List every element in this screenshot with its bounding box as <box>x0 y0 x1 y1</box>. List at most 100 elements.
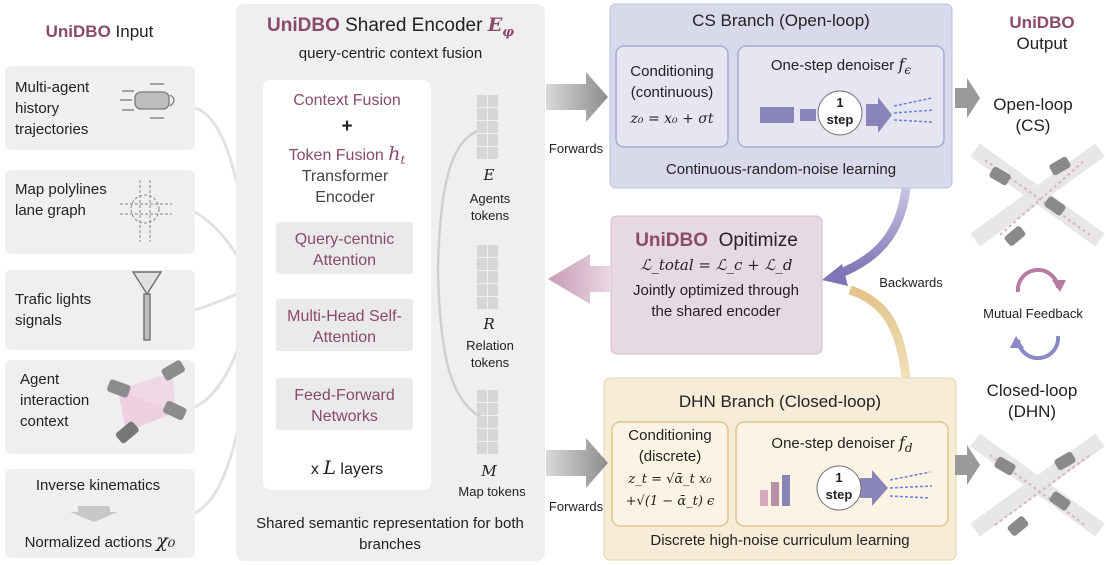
token-cell <box>477 258 487 270</box>
token-cell <box>488 390 498 402</box>
ffn-label: Feed-Forward Networks <box>294 387 395 425</box>
token-bracket <box>436 126 487 422</box>
encoder-footer: Shared semantic representation for both … <box>256 515 524 553</box>
ffn-block <box>276 378 413 430</box>
token-cell <box>488 147 498 159</box>
layers-prefix: x <box>310 461 319 478</box>
brand-name: UniDBO <box>635 230 709 251</box>
token-cell <box>488 429 498 441</box>
query-attention-label: Query-centnic Attention <box>294 231 395 269</box>
layers-symbol: L <box>323 457 336 479</box>
backward-arrow-encoder <box>548 254 610 304</box>
token-fusion-symbol: h <box>388 143 401 165</box>
dhn-step-label: 1 step <box>825 470 853 502</box>
dhn-denoiser-label: One-step denoiser fd <box>736 433 948 455</box>
token-cell <box>477 121 487 133</box>
mutual-feedback-arrows <box>1010 267 1066 361</box>
brand-name: UniDBO <box>267 15 340 36</box>
optimize-formula: ℒ_total = ℒ_c + ℒ_d <box>640 256 793 274</box>
token-cell <box>488 416 498 428</box>
cs-footer: Continuous-random-noise learning <box>665 161 897 178</box>
cs-step-circle <box>817 90 863 136</box>
cs-branch-title: CS Branch (Open-loop) <box>692 11 870 30</box>
token-fusion-text: Token Fusion <box>288 147 384 164</box>
dhn-conditioning-box <box>611 421 729 527</box>
optimize-text: Jointly optimized through the shared enc… <box>633 282 799 320</box>
brand-name: UniDBO <box>45 22 111 41</box>
token-cell <box>477 297 487 309</box>
cs-conditioning-title: Conditioning (continuous) <box>630 63 714 101</box>
token-cell <box>477 245 487 257</box>
layers-suffix: layers <box>340 461 384 478</box>
encoder-symbol-sub: φ <box>502 24 514 40</box>
token-cell <box>477 403 487 415</box>
output-arrow-dhn <box>955 445 980 485</box>
encoder-title: UniDBO Shared Encoder Eφ <box>238 14 543 40</box>
token-cell <box>488 134 498 146</box>
token-cell <box>477 284 487 296</box>
cs-denoiser-label: One-step denoiser fϵ <box>738 55 944 77</box>
token-grids <box>477 95 498 454</box>
backward-curve-cs <box>834 187 911 280</box>
forwards-label-cs: Forwards <box>548 141 604 156</box>
normalized-actions-text: Normalized actions <box>24 534 153 551</box>
token-cell <box>477 429 487 441</box>
encoder-title-text: Shared Encoder <box>345 15 483 36</box>
token-cell <box>477 390 487 402</box>
token-cell <box>477 134 487 146</box>
token-cell <box>488 284 498 296</box>
cs-denoiser-symbol: f <box>898 55 905 74</box>
token-fusion-sub: t <box>400 153 406 168</box>
cs-denoiser-text: One-step denoiser <box>770 57 895 74</box>
dhn-formula-line2: +√(1 − ᾱ_t) ϵ <box>625 494 715 509</box>
dhn-formula-line1: z_t = √ᾱ_t x₀ <box>628 472 712 487</box>
agents-token-label: Agents tokens <box>469 191 511 223</box>
token-cell <box>488 297 498 309</box>
car-trajectories-icon <box>120 83 175 119</box>
token-cell <box>477 416 487 428</box>
token-cell <box>488 245 498 257</box>
traffic-light-icon <box>131 271 163 341</box>
output-open-loop: Open-loop (CS) <box>993 95 1073 135</box>
cs-formula: z₀ = x₀ + σt <box>630 111 714 127</box>
kinematics-top-label: Inverse kinematics <box>35 477 161 494</box>
dhn-conditioning-title: Conditioning (discrete) <box>628 427 712 465</box>
backwards-label: Backwards <box>879 275 943 290</box>
input-title: UniDBO Input <box>12 22 187 42</box>
lane-graph-icon <box>120 180 172 242</box>
cs-denoiser-sub: ϵ <box>904 63 912 77</box>
mhsa-block <box>276 299 413 351</box>
relation-token-label: Relation tokens <box>466 338 514 370</box>
forwards-label-dhn: Forwards <box>548 499 604 514</box>
layers-label: x L layers <box>263 457 431 479</box>
output-open-loop-scene <box>970 143 1105 247</box>
mhsa-label: Multi-Head Self-Attention <box>287 308 402 346</box>
map-token-label: Map tokens <box>458 484 526 499</box>
kinematics-arrow <box>70 506 118 522</box>
token-cell <box>488 442 498 454</box>
input-item-trajectories: Multi-agent history trajectories <box>15 79 90 138</box>
input-title-text: Input <box>115 22 154 41</box>
map-token-symbol: M <box>481 462 497 480</box>
output-closed-loop-scene <box>970 433 1105 537</box>
output-arrow-cs <box>955 78 980 118</box>
token-cell <box>488 403 498 415</box>
token-cell <box>477 108 487 120</box>
context-fusion-label: Context Fusion <box>293 92 401 109</box>
dhn-denoiser-symbol: f <box>898 433 905 452</box>
cs-step-label: 1 step <box>826 95 854 127</box>
forward-arrow-cs <box>546 72 608 122</box>
token-cell <box>477 147 487 159</box>
dhn-branch-title: DHN Branch (Closed-loop) <box>678 392 882 411</box>
backward-curve-dhn <box>848 285 911 379</box>
transformer-label: Transformer Encoder <box>301 168 389 206</box>
kinematics-bottom-label: Normalized actions χ₀ <box>5 530 195 552</box>
agents-token-symbol: E <box>483 166 495 184</box>
optimize-panel <box>610 215 823 355</box>
dhn-footer: Discrete high-noise curriculum learning <box>650 532 910 549</box>
token-fusion-label: Token Fusion ht <box>263 143 431 167</box>
query-attention-block <box>276 222 413 274</box>
brand-name: UniDBO <box>1009 13 1075 32</box>
